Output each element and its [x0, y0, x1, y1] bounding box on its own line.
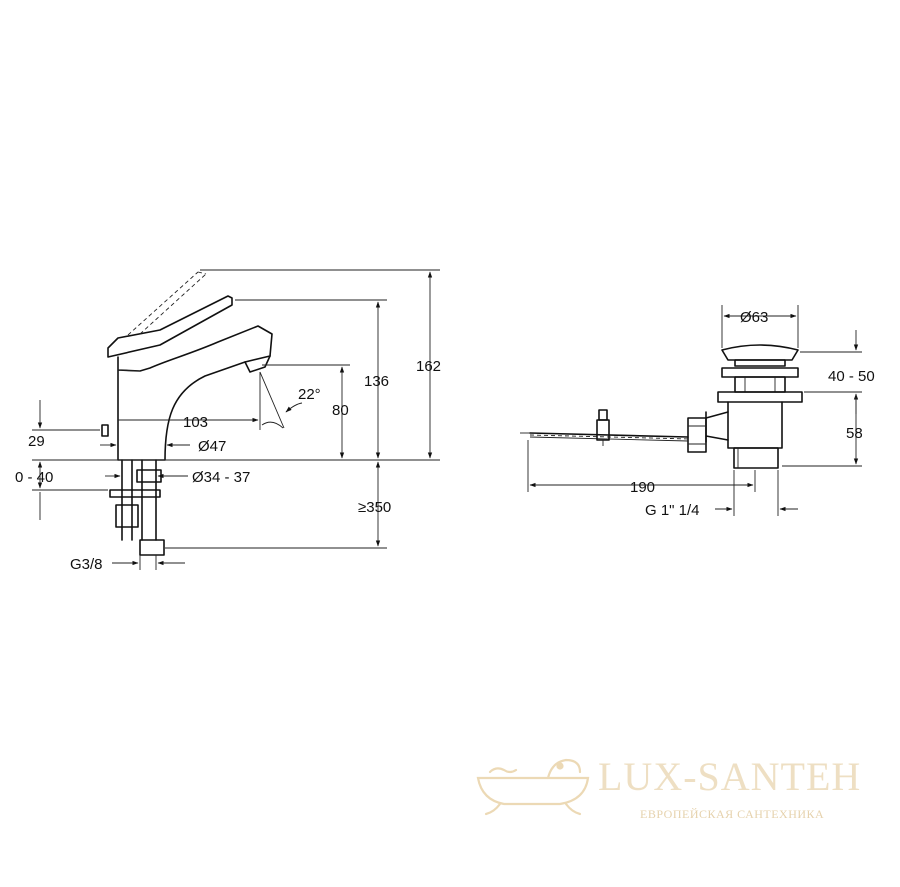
dim-29: 29 [28, 433, 45, 450]
dim-diameter-63: Ø63 [740, 309, 768, 326]
aerator [244, 355, 271, 373]
drain-tailpiece [733, 447, 779, 469]
drain-body [727, 401, 783, 449]
faucet-drawing: 29 0 - 40 103 Ø47 Ø34 - 37 22° 80 136 16… [15, 269, 441, 573]
rod-nut [687, 417, 707, 453]
lever-raised-outline [127, 271, 207, 336]
dim-diameter-47: Ø47 [198, 438, 226, 455]
supply-hose-right [136, 459, 165, 556]
dim-350: ≥350 [358, 499, 391, 516]
drain-flange [721, 367, 799, 378]
bathtub-logo [476, 758, 590, 816]
dim-103: 103 [183, 414, 208, 431]
dim-g1-1-4: G 1" 1/4 [645, 502, 700, 519]
dim-angle-22: 22° [298, 386, 321, 403]
dim-162: 162 [416, 358, 441, 375]
dim-58: 58 [846, 425, 863, 442]
dim-diameter-34-37: Ø34 - 37 [192, 469, 250, 486]
drain-locknut [717, 391, 803, 403]
dim-80: 80 [332, 402, 349, 419]
supply-hose-left [115, 459, 139, 541]
drain-drawing: Ø63 40 - 50 58 190 G 1" 1/4 [520, 305, 875, 519]
dim-190: 190 [630, 479, 655, 496]
drain-side-outlet [705, 411, 729, 443]
popup-rod-knob [101, 424, 109, 437]
faucet-lever [107, 295, 233, 358]
watermark-brand: LUX-SANTEH [598, 754, 861, 799]
watermark: LUX-SANTEH ЕВРОПЕЙСКАЯ САНТЕХНИКА [476, 754, 861, 821]
drain-plug-cap [721, 344, 799, 361]
dim-0-40: 0 - 40 [15, 469, 53, 486]
faucet-dimension-lines [32, 269, 440, 570]
dim-136: 136 [364, 373, 389, 390]
faucet-body [117, 325, 273, 461]
watermark-tagline: ЕВРОПЕЙСКАЯ САНТЕХНИКА [640, 807, 824, 821]
drain-dimension-lines [527, 305, 862, 516]
dim-g3-8: G3/8 [70, 556, 103, 573]
base-washer [109, 489, 161, 498]
dim-40-50: 40 - 50 [828, 368, 875, 385]
